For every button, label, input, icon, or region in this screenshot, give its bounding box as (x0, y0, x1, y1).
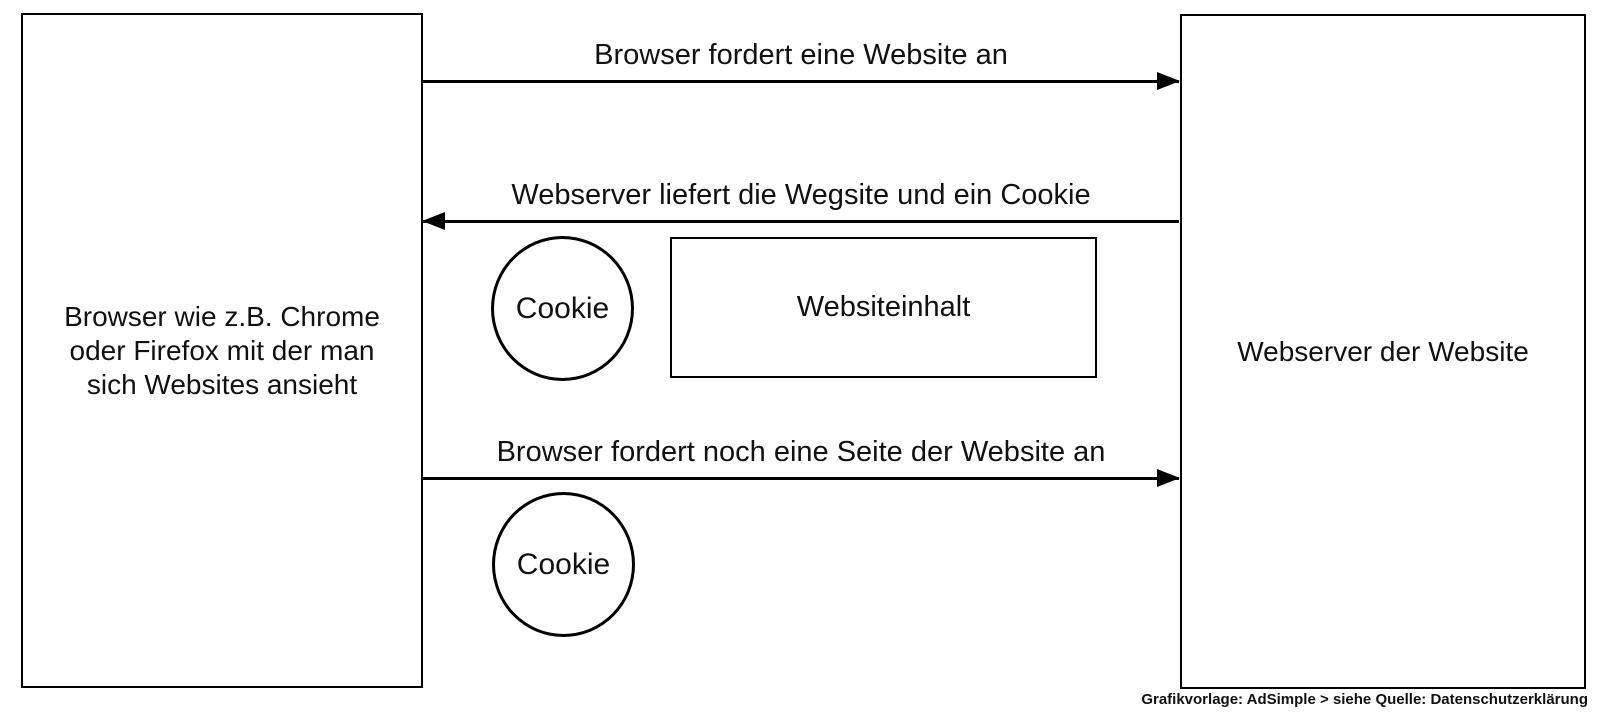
browser-box-label: Browser wie z.B. Chrome oder Firefox mit… (64, 300, 380, 402)
cookie-circle-label: Cookie (515, 291, 610, 325)
browser-box-label-line-1: Browser wie z.B. Chrome (64, 300, 380, 332)
arrowhead-right-icon (1157, 469, 1180, 487)
cookie-circle: Cookie (492, 492, 635, 637)
cookie-circle: Cookie (491, 236, 634, 381)
browser-box-label-line-2: oder Firefox mit der man (69, 334, 375, 366)
response-arrow-line (423, 219, 1179, 223)
cookie-circle-label: Cookie (516, 547, 611, 581)
second-request-arrow-line (423, 476, 1179, 480)
arrowhead-left-icon (422, 212, 445, 230)
websiteinhalt-box-label: Websiteinhalt (796, 291, 971, 323)
webserver-box-label: Webserver der Website (1237, 335, 1529, 367)
websiteinhalt-box: Websiteinhalt (670, 237, 1097, 378)
request-arrow-line (423, 79, 1179, 83)
credit-text: Grafikvorlage: AdSimple > siehe Quelle: … (1141, 691, 1588, 708)
browser-box: Browser wie z.B. Chrome oder Firefox mit… (21, 13, 423, 688)
webserver-box: Webserver der Website (1180, 14, 1586, 689)
second-request-arrow-label: Browser fordert noch eine Seite der Webs… (496, 436, 1106, 468)
response-arrow-label: Webserver liefert die Wegsite und ein Co… (511, 179, 1091, 211)
browser-box-label-line-3: sich Websites ansieht (86, 368, 358, 400)
request-arrow-label: Browser fordert eine Website an (594, 39, 1008, 71)
arrowhead-right-icon (1157, 72, 1180, 90)
